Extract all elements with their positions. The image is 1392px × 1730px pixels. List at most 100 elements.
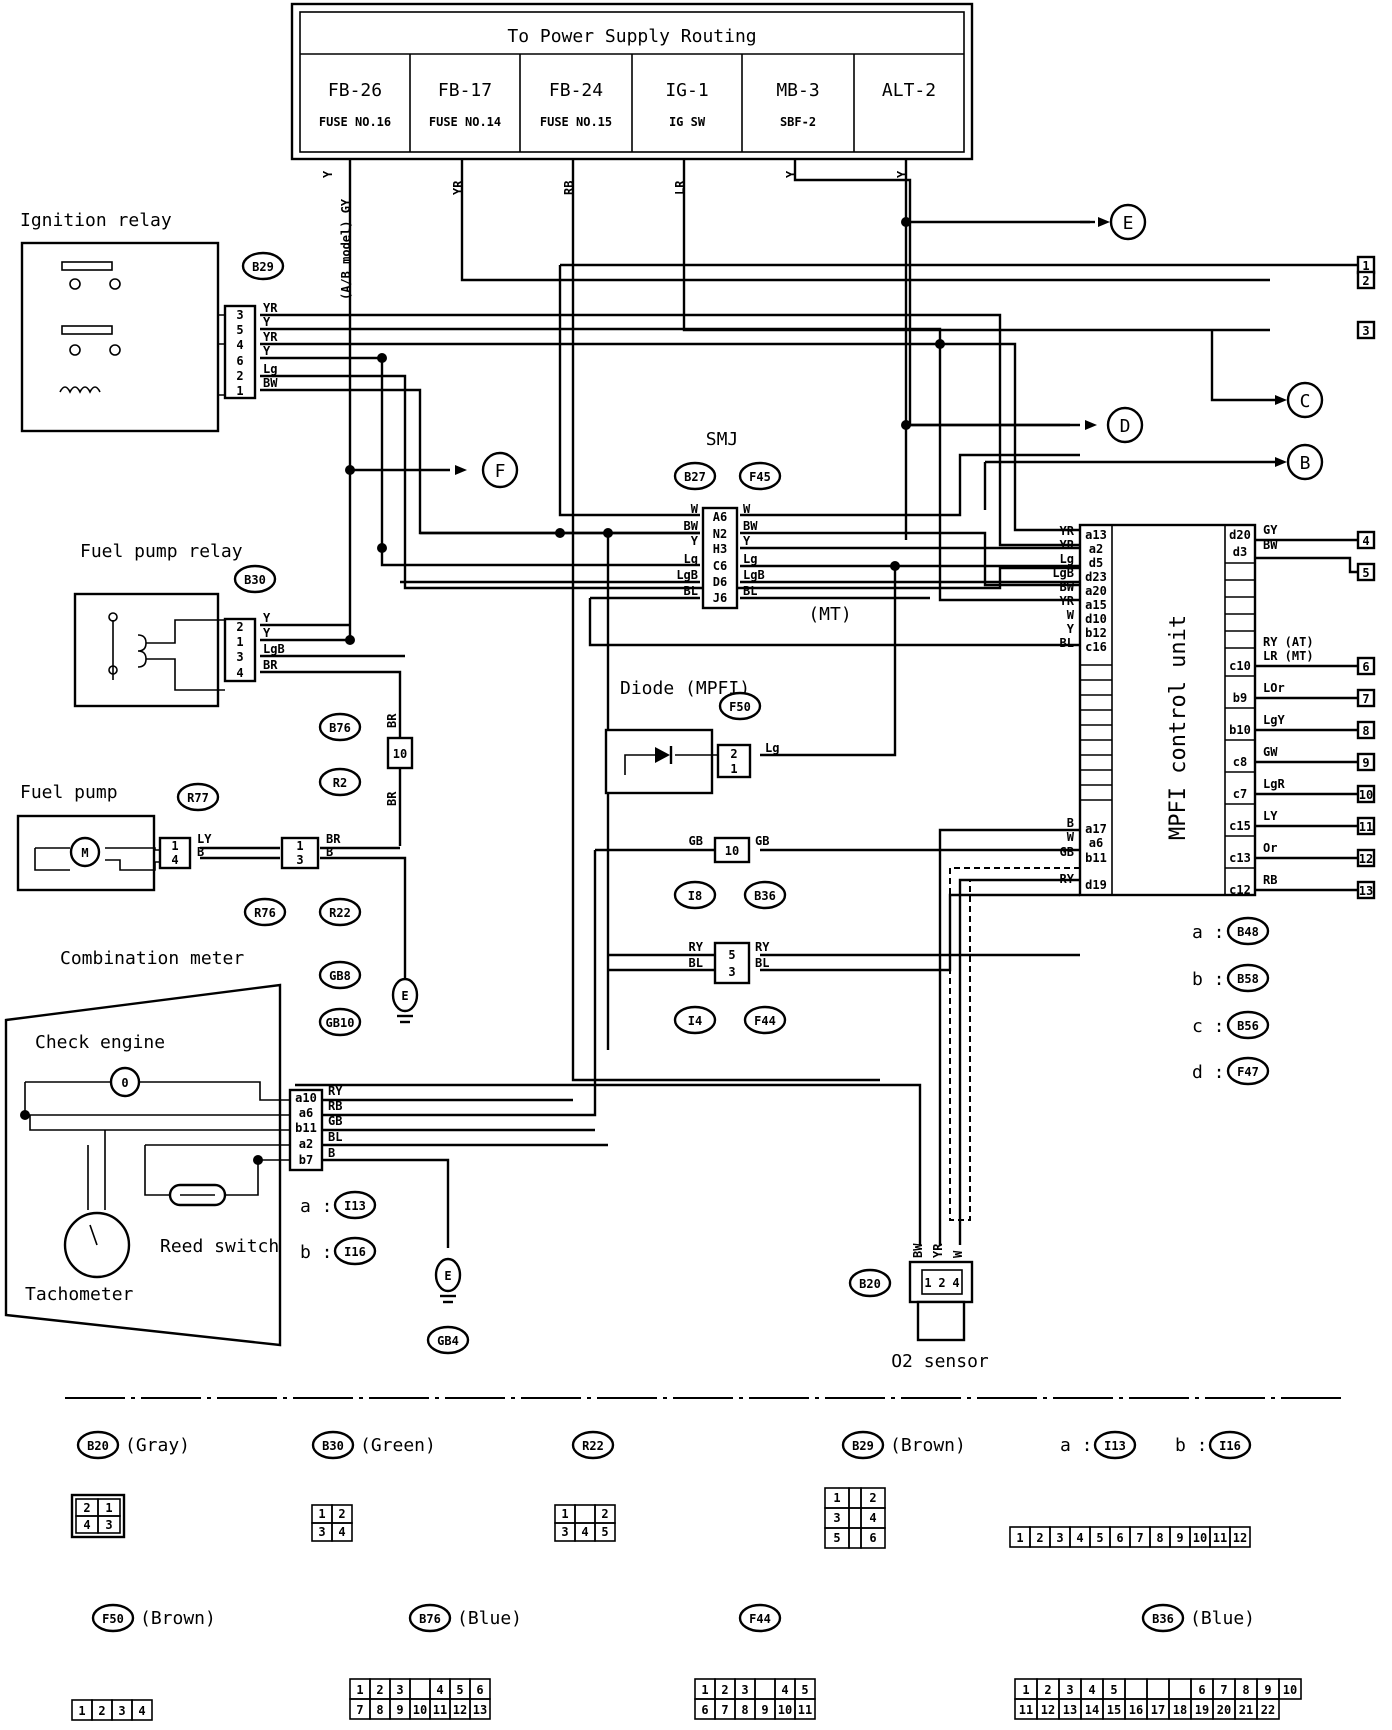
pin-label: 4 — [952, 1276, 959, 1290]
legend-tag: B48 — [1237, 925, 1259, 939]
grid-cell: 1 — [701, 1683, 708, 1697]
grid-cell: 7 — [721, 1703, 728, 1717]
smj-connector: SMJ B27 F45 A6 N2 H3 C6 D6 J6 W BW Y Lg … — [673, 429, 852, 625]
grid-cell: 13 — [473, 1703, 487, 1717]
power-supply-box: To Power Supply Routing FB-26 FUSE NO.16… — [290, 2, 974, 161]
wire-label: BL — [743, 584, 757, 598]
tag-r22: R22 — [329, 906, 351, 920]
wire-label: Lg — [684, 552, 698, 566]
grid-cell: 2 — [601, 1507, 608, 1521]
grid-cell: 3 — [118, 1704, 125, 1718]
arrow-label-e: E — [1123, 213, 1134, 234]
pin-label: 3 — [296, 853, 303, 867]
grid-cell: 1 — [1022, 1683, 1029, 1697]
grid-cell: 9 — [396, 1703, 403, 1717]
grid-cell: 4 — [338, 1525, 345, 1539]
grid-cell: 5 — [801, 1683, 808, 1697]
terminal-number: 13 — [1359, 884, 1373, 898]
ground-symbol: E — [391, 965, 419, 1024]
grid-cell: 3 — [105, 1518, 112, 1532]
tag-gb8: GB8 — [329, 969, 351, 983]
wire-label: Y — [263, 626, 271, 640]
grid-cell: 1 — [561, 1507, 568, 1521]
terminal-number: 10 — [1359, 788, 1373, 802]
wire-label: RY — [755, 940, 770, 954]
grid-cell: 8 — [376, 1703, 383, 1717]
tag-b20: B20 — [859, 1277, 881, 1291]
pin-label: b11 — [1085, 851, 1107, 865]
grid-cell: 3 — [396, 1683, 403, 1697]
pin-label: b10 — [1229, 723, 1251, 737]
grid-cell: 16 — [1129, 1703, 1143, 1717]
connector-b76: B76 10 BR BR R2 — [318, 713, 414, 806]
combination-meter: Combination meter Check engine 0 Reed sw… — [4, 948, 450, 1347]
connector-i8: 10 GB GB I8 B36 — [673, 834, 787, 910]
terminal-number: 3 — [1362, 324, 1369, 338]
smj-left-wires: W BW Y Lg LgB BL — [676, 502, 698, 598]
terminal-number: 8 — [1362, 724, 1369, 738]
grid-cell: 12 — [1233, 1531, 1247, 1545]
grid-cell: 17 — [1151, 1703, 1165, 1717]
grid-cell-box — [1256, 1698, 1280, 1720]
pin-label: c15 — [1229, 819, 1251, 833]
grid-cell: 6 — [869, 1531, 876, 1545]
wire-label: RB — [328, 1099, 342, 1113]
wire-label: Y — [263, 315, 271, 329]
pin-label: 4 — [236, 666, 243, 680]
color-b29: (Brown) — [890, 1435, 966, 1456]
wire-label: W — [1067, 830, 1075, 844]
pin-label: 2 — [236, 620, 243, 634]
wire-label: BW — [1060, 580, 1075, 594]
tag-b27: B27 — [684, 470, 706, 484]
tag-b29: B29 — [252, 260, 274, 274]
pin-label: c13 — [1229, 851, 1251, 865]
wire-label: BW — [263, 376, 278, 390]
arrow-label-f: F — [495, 461, 506, 482]
grid-cell-box — [1124, 1678, 1148, 1700]
grid-cell: 18 — [1173, 1703, 1187, 1717]
grid-cell: 9 — [761, 1703, 768, 1717]
legend-tag: I16 — [344, 1245, 366, 1259]
legend-tag: I13 — [344, 1199, 366, 1213]
grid-cell-box — [754, 1678, 776, 1700]
pin-label: 6 — [236, 354, 243, 368]
wire-label: W — [691, 502, 699, 516]
tag-b29-view: B29 — [852, 1439, 874, 1453]
terminal-number: 2 — [1362, 274, 1369, 288]
pin-label: c10 — [1229, 659, 1251, 673]
grid-cell: 2 — [338, 1507, 345, 1521]
grid-cell: 10 — [413, 1703, 427, 1717]
fuel-pump: Fuel pump R77 M 1 4 LY B 1 3 BR B R76 R2… — [16, 782, 362, 1037]
terminal-number: 11 — [1359, 820, 1373, 834]
power-col-4-bottom: IG SW — [669, 115, 706, 129]
tag-f50: F50 — [729, 700, 751, 714]
legend-tag: B56 — [1237, 1019, 1259, 1033]
grid-cell: 11 — [1213, 1531, 1227, 1545]
power-col-1-bottom: FUSE NO.16 — [319, 115, 391, 129]
pin-label: d3 — [1233, 545, 1247, 559]
wire-label: YR — [1060, 538, 1075, 552]
wire-label: GB — [755, 834, 769, 848]
wire-label: LY — [197, 832, 212, 846]
pin-label: 2 — [730, 747, 737, 761]
grid-cell-box — [1229, 1526, 1251, 1548]
power-wire-label: Y — [321, 170, 335, 178]
terminal-number: 1 — [1362, 259, 1369, 273]
wire-label: BR — [263, 658, 278, 672]
grid-cell-box — [469, 1698, 491, 1720]
grid-cell: 1 — [318, 1507, 325, 1521]
pin-label: c12 — [1229, 883, 1251, 897]
wire-label: YR — [1060, 524, 1075, 538]
o2-sensor: BW YR W 1 2 4 O2 sensor B20 — [848, 1243, 989, 1372]
grid-cell: 1 — [105, 1501, 112, 1515]
color-f50: (Brown) — [140, 1608, 216, 1629]
power-wire-label: Y — [895, 170, 909, 178]
grid-cell: 4 — [436, 1683, 443, 1697]
pin-label: c7 — [1233, 787, 1247, 801]
arrow-label-c: C — [1300, 391, 1311, 412]
grid-cell: 12 — [453, 1703, 467, 1717]
